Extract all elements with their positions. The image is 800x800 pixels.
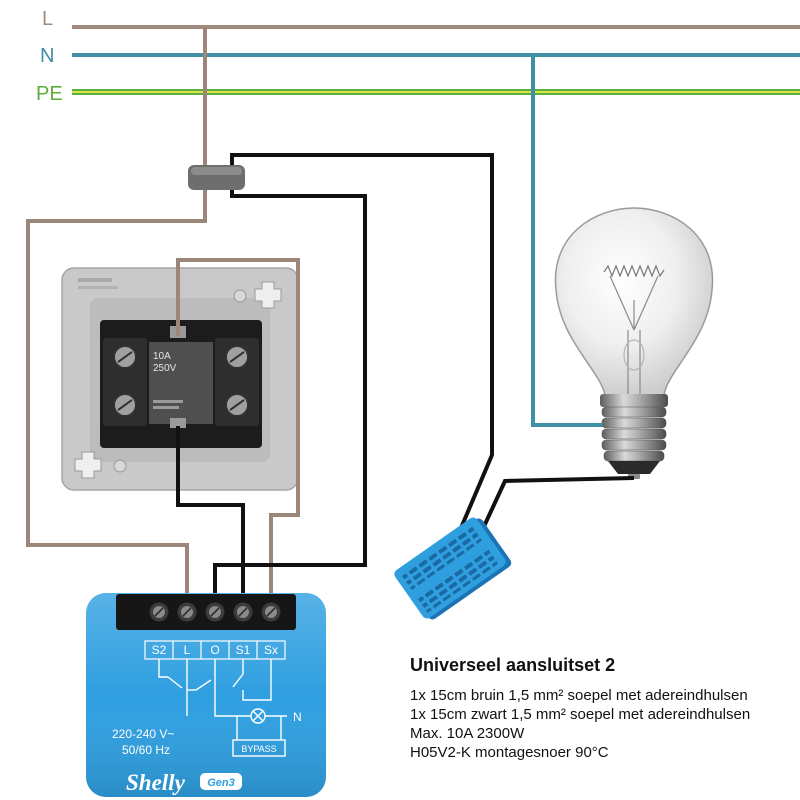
plate-hole [233, 289, 247, 303]
black-wires [176, 153, 635, 602]
gen3-badge [200, 773, 242, 790]
switch-rating-marking [153, 406, 179, 409]
shelly-body-shade [86, 593, 326, 797]
brown-wires [26, 29, 300, 602]
terminal-label-sx: Sx [264, 643, 278, 657]
terminal-screw-icon [261, 602, 281, 622]
terminal-screw-icon [113, 393, 137, 417]
gen3-badge-text: Gen3 [207, 777, 235, 789]
info-item: H05V2-K montagesnoer 90°C [410, 744, 609, 761]
shelly-voltage-text: 220-240 V~ [112, 727, 174, 741]
terminal-screw-icon [205, 602, 225, 622]
bypass-module [394, 517, 512, 620]
line-label-n: N [40, 45, 54, 67]
terminal-label-o: O [210, 643, 219, 657]
bypass-symbol-box [232, 739, 286, 757]
plate-screw-icon [254, 281, 282, 309]
switch-bottom-terminal [170, 418, 186, 428]
terminal-label-l: L [184, 643, 191, 657]
info-title: Universeel aansluitset 2 [410, 655, 615, 675]
terminal-label-s2: S2 [152, 643, 167, 657]
neutral-wire-to-lamp [531, 55, 603, 427]
black-wire-to-bypass [230, 153, 494, 536]
plate-marking [78, 286, 118, 289]
shelly-schematic: BYPASS N [158, 659, 302, 757]
line-label-l: L [42, 8, 53, 30]
bulb-base-thread [601, 428, 667, 440]
bulb-base-thread [603, 450, 665, 462]
black-wire-to-shelly-o [213, 188, 367, 602]
terminal-screw-icon [113, 345, 137, 369]
black-wire-lamp-tip-to-bypass [478, 476, 635, 536]
terminal-screw-icon [149, 602, 169, 622]
black-wire-switch-to-shelly-s1 [176, 426, 245, 602]
junction-connector [188, 165, 245, 190]
blue-wires [531, 55, 603, 427]
bulb-base-thread [601, 417, 667, 429]
info-item: 1x 15cm bruin 1,5 mm² soepel met aderein… [410, 687, 748, 704]
bulb-filament [603, 264, 665, 395]
brown-wire-switch-to-shelly-sx [176, 258, 300, 602]
supply-lines: L N PE [36, 8, 800, 105]
terminal-screw-icon [177, 602, 197, 622]
neutral-label: N [293, 710, 302, 724]
terminal-label-s1: S1 [236, 643, 251, 657]
plate-hole [113, 459, 127, 473]
switch-rating-voltage: 250V [153, 363, 177, 374]
bypass-vent-slots [400, 524, 483, 590]
bypass-vent-slots [416, 547, 499, 613]
bulb-base-thread [601, 439, 667, 451]
bulb-base-insulator [608, 461, 660, 474]
terminal-screw-icon [225, 393, 249, 417]
shelly-terminal-block [116, 594, 296, 630]
wall-switch: 10A 250V [61, 267, 299, 491]
plate-marking [78, 278, 112, 282]
shelly-frequency-text: 50/60 Hz [122, 743, 170, 757]
switch-rating-current: 10A [153, 351, 171, 362]
light-bulb [554, 207, 714, 479]
terminal-screw-icon [233, 602, 253, 622]
plate-screw-icon [74, 451, 102, 479]
terminal-labels: S2 L O S1 Sx [144, 640, 286, 660]
info-panel: Universeel aansluitset 2 1x 15cm bruin 1… [410, 655, 750, 761]
switch-rating-marking [153, 400, 183, 403]
info-item: 1x 15cm zwart 1,5 mm² soepel met aderein… [410, 706, 750, 723]
switch-rating-label [149, 342, 213, 424]
line-label-pe: PE [36, 83, 63, 105]
connector-highlight [191, 167, 242, 175]
shelly-logo: Shelly Gen3 [126, 770, 242, 795]
shelly-brand-text: Shelly [126, 770, 186, 795]
info-item: Max. 10A 2300W [410, 725, 525, 742]
bypass-label: BYPASS [241, 744, 276, 754]
bulb-base-thread [601, 406, 667, 418]
brown-wire-to-shelly-l [26, 188, 207, 602]
terminal-screw-icon [225, 345, 249, 369]
shelly-relay: S2 L O S1 Sx BYPASS N [86, 593, 326, 797]
bulb-collar [600, 394, 668, 407]
